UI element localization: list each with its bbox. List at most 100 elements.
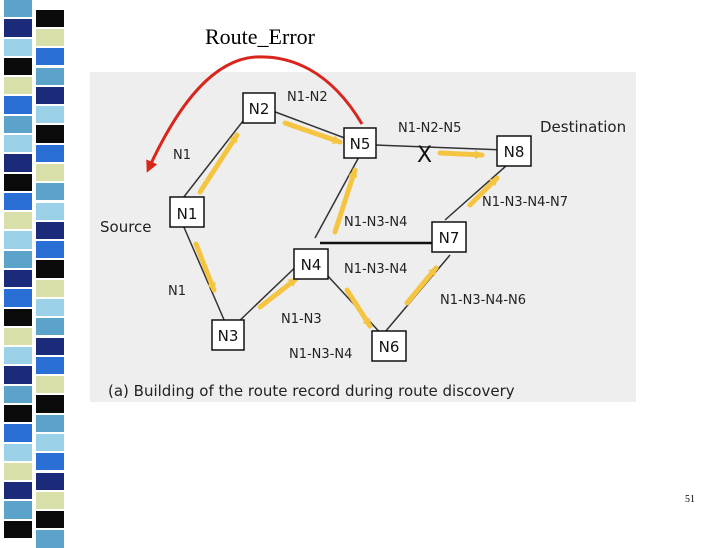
node-n2: N2 <box>242 92 276 124</box>
strip-block <box>4 96 32 114</box>
strip-block <box>36 241 64 259</box>
route-request-arrows <box>193 120 500 329</box>
node-n2-label: N2 <box>249 100 270 118</box>
strip-block <box>36 260 64 278</box>
node-n7: N7 <box>431 221 467 253</box>
node-n3-label: N3 <box>218 327 239 345</box>
path-label-n1-upper: N1 <box>173 148 191 163</box>
node-n6: N6 <box>371 330 407 362</box>
strip-block <box>36 163 64 182</box>
strip-block <box>36 125 64 143</box>
path-label-n1-n3-n4-mid: N1-N3-N4 <box>344 262 407 277</box>
strip-block <box>36 183 64 201</box>
slide-number: 51 <box>685 494 695 505</box>
strip-block <box>4 482 32 500</box>
strip-block <box>36 144 64 162</box>
strip-block <box>36 28 64 47</box>
node-n6-label: N6 <box>379 338 400 356</box>
path-label-n1-n3-n4-bottom: N1-N3-N4 <box>289 347 352 362</box>
link-n1-n3 <box>182 224 226 323</box>
strip-block <box>36 376 64 394</box>
strip-block <box>4 366 32 384</box>
strip-block <box>36 433 64 452</box>
strip-block <box>36 9 64 27</box>
path-label-n1-n2: N1-N2 <box>287 90 328 105</box>
strip-block <box>4 327 32 346</box>
decorative-sidebar-strip <box>0 0 70 548</box>
arrow-n3-to-n4 <box>257 276 299 310</box>
strip-block <box>4 443 32 461</box>
strip-block <box>36 202 64 220</box>
strip-block <box>4 270 32 288</box>
node-n1-label: N1 <box>177 205 198 223</box>
network-links <box>182 109 516 339</box>
arrow-n7-to-n8 <box>467 175 500 208</box>
node-n4: N4 <box>293 248 329 280</box>
route-error-label: Route_Error <box>205 24 315 49</box>
node-n4-label: N4 <box>301 256 322 274</box>
arrow-n5-to-n8 <box>437 150 485 160</box>
node-n8: N8 <box>496 135 532 167</box>
strip-block <box>4 0 32 18</box>
destination-label: Destination <box>540 118 626 136</box>
strip-block <box>4 154 32 172</box>
broken-link-x-mark: X <box>417 143 432 168</box>
link-n5-n8 <box>374 144 506 151</box>
strip-block <box>36 279 64 297</box>
strip-block <box>36 395 64 413</box>
strip-block <box>4 192 32 211</box>
arrow-n4-to-n6 <box>344 287 373 329</box>
arrow-n1-to-n3 <box>193 241 217 293</box>
figure-caption: (a) Building of the route record during … <box>108 382 515 400</box>
strip-block <box>36 453 64 471</box>
arrow-n1-to-n2 <box>197 132 240 195</box>
strip-block <box>4 19 32 37</box>
route-error-arrow <box>146 55 364 173</box>
node-n7-label: N7 <box>439 229 460 247</box>
source-label: Source <box>100 218 152 236</box>
node-n8-label: N8 <box>504 143 525 161</box>
strip-block <box>36 67 64 85</box>
strip-block <box>4 289 32 307</box>
strip-block <box>4 385 32 403</box>
node-n3: N3 <box>211 319 245 351</box>
strip-block <box>4 115 32 133</box>
strip-block <box>36 414 64 432</box>
strip-block <box>4 77 32 95</box>
strip-block <box>36 511 64 529</box>
strip-block <box>4 57 32 76</box>
strip-block <box>4 424 32 442</box>
strip-block <box>4 231 32 249</box>
path-label-n1-n3-n4-n7: N1-N3-N4-N7 <box>482 195 568 210</box>
strip-block <box>36 472 64 490</box>
strip-block <box>4 347 32 365</box>
strip-block <box>36 106 64 124</box>
strip-block <box>36 221 64 240</box>
strip-block <box>36 318 64 336</box>
strip-block <box>36 356 64 375</box>
strip-block <box>4 501 32 519</box>
strip-block <box>4 212 32 230</box>
strip-block <box>36 491 64 510</box>
strip-block <box>4 308 32 326</box>
strip-block <box>4 520 32 538</box>
path-label-n1-n3: N1-N3 <box>281 312 322 327</box>
path-label-n1-n3-n4-n6: N1-N3-N4-N6 <box>440 293 526 308</box>
strip-block <box>36 48 64 66</box>
link-n7-n8 <box>444 157 516 221</box>
strip-block <box>36 337 64 355</box>
strip-block <box>4 462 32 481</box>
link-n1-n2 <box>182 111 251 199</box>
strip-block <box>36 86 64 105</box>
strip-block <box>4 173 32 191</box>
node-n5: N5 <box>343 127 377 159</box>
figure-background <box>90 72 636 402</box>
strip-block <box>36 298 64 317</box>
node-n5-label: N5 <box>350 135 371 153</box>
path-label-n1-n3-n4-top: N1-N3-N4 <box>344 215 407 230</box>
strip-block <box>4 405 32 423</box>
arrow-n4-to-n5 <box>332 167 358 235</box>
link-n2-n5 <box>269 109 351 141</box>
arrow-n2-to-n5 <box>282 120 343 145</box>
